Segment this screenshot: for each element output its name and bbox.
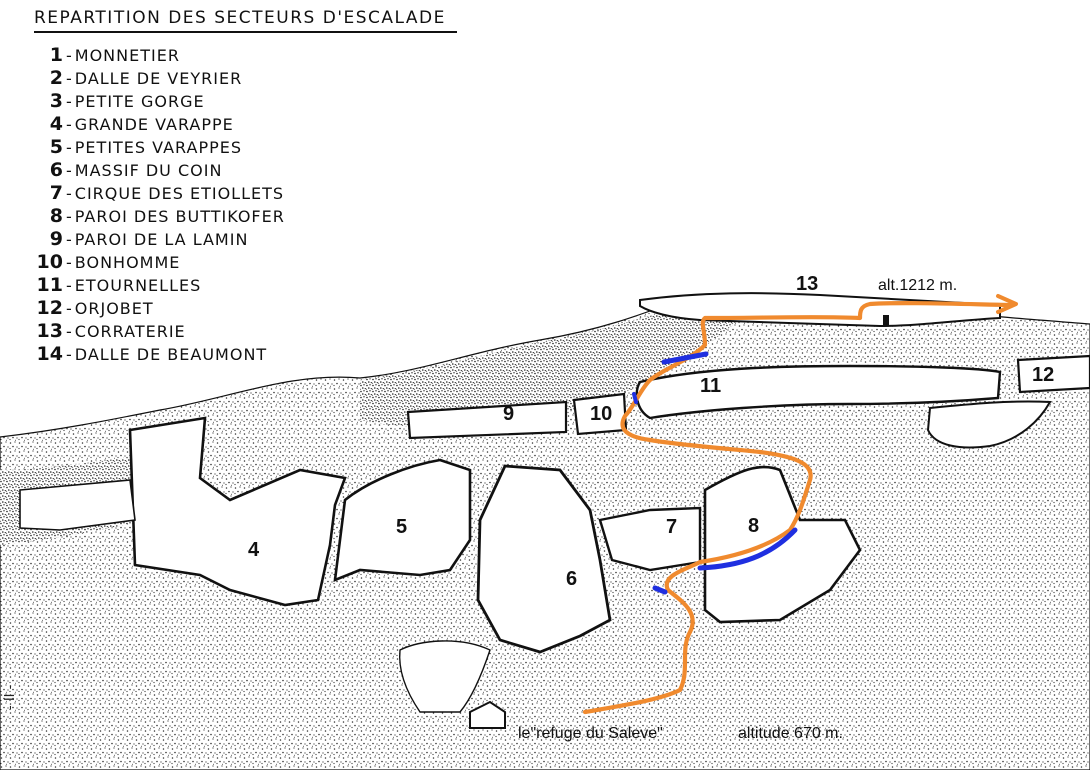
legend-item: 3-PETITE GORGE [35,90,285,113]
blue-segment-small [632,392,638,404]
legend-number: 12 [36,297,63,319]
sector-label-12: 12 [1032,364,1054,386]
legend-name: BONHOMME [74,253,181,272]
legend-number: 7 [49,182,63,204]
legend-separator: - [66,46,72,65]
blue-segment-mid [697,527,798,571]
page-number: - II - [3,684,18,710]
route-arrowhead [996,294,1018,314]
legend-item: 2-DALLE DE VEYRIER [35,67,285,90]
legend-number: 2 [49,67,63,89]
legend-number: 11 [36,274,63,296]
sector-label-9: 9 [503,403,514,425]
legend-separator: - [66,299,72,318]
legend-name: DALLE DE BEAUMONT [74,345,268,364]
legend-name: MASSIF DU COIN [74,161,223,180]
approach-route [582,301,1013,715]
legend-separator: - [66,161,72,180]
legend-separator: - [66,253,72,272]
legend-separator: - [66,322,72,341]
sector-left-cliffs [19,479,136,531]
legend-number: 4 [49,113,63,135]
legend-name: MONNETIER [74,46,180,65]
title-underline [34,31,457,33]
legend-item: 14-DALLE DE BEAUMONT [35,343,285,366]
sector-5-outline [333,458,472,583]
sector-11-outline [635,364,1002,420]
legend-item: 11-ETOURNELLES [35,274,285,297]
legend-item: 4-GRANDE VARAPPE [35,113,285,136]
legend-item: 12-ORJOBET [35,297,285,320]
legend-separator: - [66,69,72,88]
legend-name: ORJOBET [74,299,154,318]
legend-number: 5 [49,136,63,158]
sector-6-outline [476,464,612,654]
legend-number: 13 [36,320,63,342]
legend-name: CIRQUE DES ETIOLLETS [74,184,285,203]
sector-label-7: 7 [666,516,677,538]
legend-separator: - [66,230,72,249]
refuge-altitude-label: altitude 670 m. [738,725,843,742]
legend-name: ETOURNELLES [74,276,202,295]
legend-separator: - [66,345,72,364]
sector-label-11: 11 [700,375,721,397]
summit-altitude-label: alt.1212 m. [878,277,957,294]
sector-label-5: 5 [396,516,407,538]
legend-separator: - [66,184,72,203]
sector-label-13: 13 [796,273,818,295]
refuge-scree-fan [398,640,491,713]
sector-label-6: 6 [566,568,577,590]
legend-separator: - [66,92,72,111]
legend-name: PETITES VARAPPES [74,138,242,157]
legend-number: 9 [49,228,63,250]
legend-number: 3 [49,90,63,112]
legend-name: GRANDE VARAPPE [74,115,234,134]
legend-number: 8 [49,205,63,227]
blue-segment-top [661,351,709,365]
legend-item: 8-PAROI DES BUTTIKOFER [35,205,285,228]
sector-label-10: 10 [590,403,612,425]
sector-8-outline [703,465,862,624]
summit-marker [883,315,889,325]
legend-item: 9-PAROI DE LA LAMIN [35,228,285,251]
blue-segment-low [652,585,668,595]
upper-scree [360,300,760,428]
legend-number: 10 [36,251,63,273]
sector-4-outline [128,416,347,607]
sector-legend: 1-MONNETIER 2-DALLE DE VEYRIER 3-PETITE … [35,44,285,366]
sector-12-lower [926,400,1052,449]
legend-name: CORRATERIE [74,322,186,341]
legend-item: 1-MONNETIER [35,44,285,67]
legend-number: 1 [49,44,63,66]
legend-separator: - [66,207,72,226]
legend-name: PAROI DE LA LAMIN [74,230,249,249]
legend-name: PAROI DES BUTTIKOFER [74,207,285,226]
legend-name: PETITE GORGE [74,92,205,111]
map-title: REPARTITION DES SECTEURS D'ESCALADE [34,8,446,28]
refuge-label: le"refuge du Saleve" [518,725,663,742]
legend-item: 5-PETITES VARAPPES [35,136,285,159]
legend-number: 6 [49,159,63,181]
legend-separator: - [66,138,72,157]
sector-label-8: 8 [748,515,759,537]
legend-item: 13-CORRATERIE [35,320,285,343]
legend-separator: - [66,276,72,295]
sector-7-outline [598,506,702,572]
legend-item: 10-BONHOMME [35,251,285,274]
legend-item: 7-CIRQUE DES ETIOLLETS [35,182,285,205]
legend-item: 6-MASSIF DU COIN [35,159,285,182]
legend-name: DALLE DE VEYRIER [74,69,243,88]
sector-12-outline [1016,354,1090,394]
refuge-building [469,700,506,729]
sector-9-outline [406,400,568,440]
legend-number: 14 [36,343,63,365]
sector-label-4: 4 [248,539,260,561]
legend-separator: - [66,115,72,134]
